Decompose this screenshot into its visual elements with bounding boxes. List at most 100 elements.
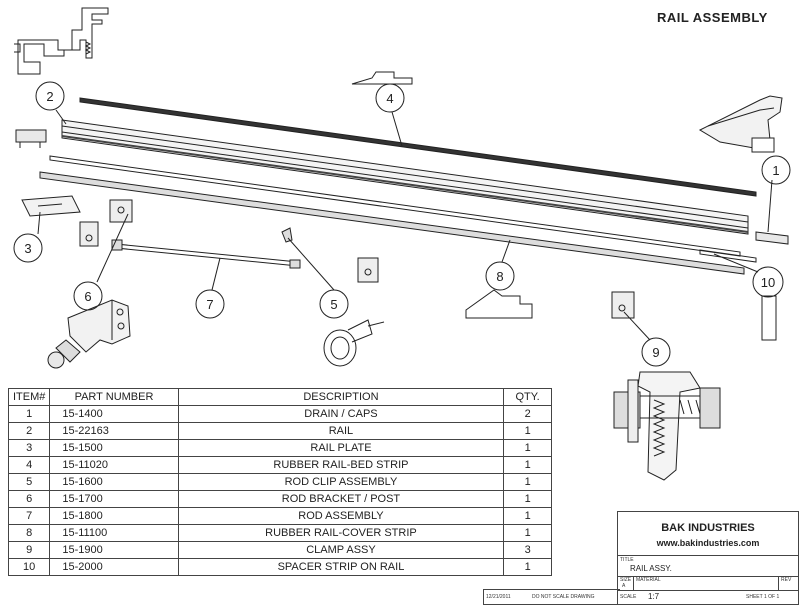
drawing-footer: 12/21/2011 DO NOT SCALE DRAWING bbox=[483, 589, 620, 605]
bom-quantity: 1 bbox=[503, 473, 552, 491]
bom-quantity: 2 bbox=[503, 405, 552, 423]
clamp-small-2 bbox=[109, 199, 133, 223]
callout-9: 9 bbox=[652, 345, 659, 360]
bom-item-number: 4 bbox=[7, 456, 51, 474]
rod-bracket-detail bbox=[47, 299, 131, 369]
bom-part-number: 15-1600 bbox=[49, 473, 179, 491]
rod-clip-small bbox=[281, 227, 293, 243]
scale-value: 1:7 bbox=[648, 592, 660, 601]
bom-description: CLAMP ASSY bbox=[177, 541, 505, 559]
bom-quantity: 1 bbox=[503, 422, 552, 440]
bom-part-number: 15-2000 bbox=[49, 558, 179, 576]
bed-strip-profile bbox=[351, 71, 413, 85]
bom-quantity: 1 bbox=[503, 524, 552, 542]
title-block: BAK INDUSTRIES www.bakindustries.com TIT… bbox=[617, 511, 799, 605]
drawing-title: RAIL ASSEMBLY bbox=[657, 10, 768, 25]
bom-quantity: 1 bbox=[503, 456, 552, 474]
bom-part-number: 15-22163 bbox=[49, 422, 179, 440]
bom-description: ROD BRACKET / POST bbox=[177, 490, 505, 508]
title-value: RAIL ASSY. bbox=[630, 564, 672, 573]
clamp-small-1 bbox=[79, 221, 99, 247]
bom-quantity: 1 bbox=[503, 507, 552, 525]
rubber-rail-cover-strip bbox=[39, 171, 745, 275]
bom-header-part-number: PART NUMBER bbox=[49, 388, 179, 406]
size-label: SIZE bbox=[620, 577, 632, 583]
bom-header-description: DESCRIPTION bbox=[177, 388, 505, 406]
rod-clip-detail bbox=[323, 319, 385, 367]
bom-header-item: ITEM# bbox=[7, 388, 51, 406]
scale-note: DO NOT SCALE DRAWING bbox=[532, 594, 595, 600]
bom-description: ROD ASSEMBLY bbox=[177, 507, 505, 525]
company-name: BAK INDUSTRIES bbox=[661, 522, 755, 534]
callout-4: 4 bbox=[386, 91, 393, 106]
bom-part-number: 15-11020 bbox=[49, 456, 179, 474]
bom-quantity: 1 bbox=[503, 490, 552, 508]
callout-8: 8 bbox=[496, 269, 503, 284]
clamp-small-3 bbox=[357, 257, 379, 283]
title-label: TITLE bbox=[620, 557, 634, 563]
callout-7: 7 bbox=[206, 297, 213, 312]
bom-item-number: 6 bbox=[7, 490, 51, 508]
bom-item-number: 10 bbox=[7, 558, 51, 576]
rod-assembly bbox=[111, 239, 301, 269]
bom-item-number: 8 bbox=[7, 524, 51, 542]
bom-part-number: 15-1500 bbox=[49, 439, 179, 457]
bom-description: SPACER STRIP ON RAIL bbox=[177, 558, 505, 576]
callout-3: 3 bbox=[24, 241, 31, 256]
bom-description: RUBBER RAIL-BED STRIP bbox=[177, 456, 505, 474]
rail-plate bbox=[21, 195, 81, 217]
bom-quantity: 3 bbox=[503, 541, 552, 559]
drawing-date: 12/21/2011 bbox=[486, 594, 511, 600]
callout-6: 6 bbox=[84, 289, 91, 304]
bom-item-number: 1 bbox=[7, 405, 51, 423]
bom-item-number: 7 bbox=[7, 507, 51, 525]
bom-part-number: 15-1400 bbox=[49, 405, 179, 423]
material-label: MATERIAL bbox=[636, 577, 661, 583]
bom-item-number: 2 bbox=[7, 422, 51, 440]
bom-part-number: 15-1900 bbox=[49, 541, 179, 559]
spacer-strip bbox=[699, 249, 757, 263]
size-value: A bbox=[622, 583, 626, 589]
bom-quantity: 1 bbox=[503, 439, 552, 457]
callout-5: 5 bbox=[330, 297, 337, 312]
rubber-rail-bed-strip bbox=[79, 97, 757, 197]
scale-label: SCALE bbox=[620, 594, 637, 600]
cover-strip-profile bbox=[465, 289, 533, 319]
bom-part-number: 15-11100 bbox=[49, 524, 179, 542]
bom-header-qty: QTY. bbox=[503, 388, 552, 406]
bom-quantity: 1 bbox=[503, 558, 552, 576]
clamp-small-4 bbox=[611, 291, 635, 319]
bom-item-number: 5 bbox=[7, 473, 51, 491]
drain-cap-detail bbox=[698, 95, 783, 153]
spacer-detail bbox=[761, 295, 777, 341]
bom-item-number: 9 bbox=[7, 541, 51, 559]
drain-cap-right bbox=[755, 231, 789, 245]
callout-circles bbox=[13, 81, 791, 367]
rail bbox=[61, 119, 749, 235]
callout-2: 2 bbox=[46, 89, 53, 104]
drain-cap-left bbox=[15, 129, 47, 148]
bom-part-number: 15-1800 bbox=[49, 507, 179, 525]
bom-description: RAIL PLATE bbox=[177, 439, 505, 457]
bom-description: ROD CLIP ASSEMBLY bbox=[177, 473, 505, 491]
bom-item-number: 3 bbox=[7, 439, 51, 457]
bom-description: RUBBER RAIL-COVER STRIP bbox=[177, 524, 505, 542]
bom-description: DRAIN / CAPS bbox=[177, 405, 505, 423]
callout-10: 10 bbox=[761, 275, 775, 290]
rev-label: REV bbox=[781, 577, 792, 583]
clamp-assy-detail bbox=[613, 371, 721, 481]
company-website: www.bakindustries.com bbox=[656, 538, 760, 548]
bom-description: RAIL bbox=[177, 422, 505, 440]
